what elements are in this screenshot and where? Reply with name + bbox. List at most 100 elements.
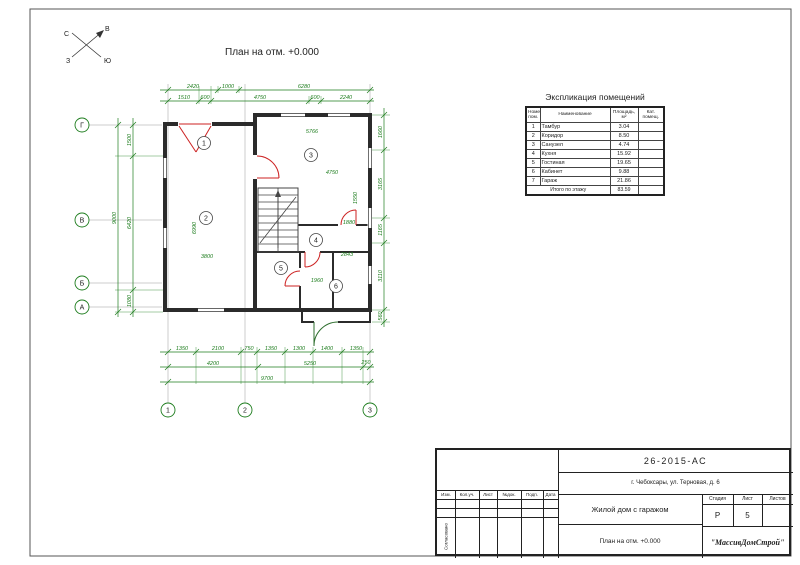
column-header: Площадь, м² [609,106,639,123]
dim-label: 1660 [378,125,384,138]
stairs [257,187,299,253]
dim-label: 2100 [211,346,225,352]
axis-label: 2 [243,408,247,415]
dim-label: 1510 [178,95,191,101]
axis-label: 1 [166,408,170,415]
room-area: 21.86 [609,176,639,186]
room-number: 5 [525,158,541,168]
dim-label: 3165 [378,177,384,190]
room-name: Коридор [539,131,611,141]
interior-dimension-labels: 5766 4750 1550 6990 3800 1880 2843 1960 [192,129,359,284]
dim-label: 1350 [176,346,189,352]
total-value: 83.59 [609,185,639,196]
room-area: 19.65 [609,158,639,168]
room-number: 1 [525,122,541,132]
compass-east-label: В [105,26,110,33]
room-tag-number: 3 [309,153,313,160]
company-name: "МассивДомСтрой" [710,537,785,547]
sheet-title: План на отм. +0.000 [599,537,661,545]
room-name: Тамбур [539,122,611,132]
room-name: Кухня [539,149,611,159]
dim-label: 1880 [343,220,356,226]
axis-label: Б [80,281,85,288]
explication-table: Номер пом. Наименование Площадь, м² Кат.… [525,106,665,196]
dim-label: 1080 [127,294,133,307]
room-category [637,176,665,186]
title-block: Изм. Кол.уч. Лист №док. Подп. Дата Согла… [435,448,793,558]
dim-label: 1350 [350,346,363,352]
dim-label: 750 [244,346,254,352]
axis-label: В [80,218,85,225]
axis-bubbles: 1 2 3 Г В Б А [74,117,378,418]
room-tags: 1 2 3 4 5 6 [197,136,343,293]
dim-label: 1500 [127,133,133,146]
axis-label: Г [80,123,84,130]
dim-label: 4750 [326,170,339,176]
dim-label: 6420 [127,216,133,229]
dim-label: 2240 [339,95,353,101]
col-header-podp: Подп. [526,492,538,497]
dim-label: 2420 [186,84,200,90]
dim-label: 560 [378,310,384,320]
col-header-koluch: Кол.уч. [459,492,475,497]
axis-label: А [80,305,85,312]
room-area: 15.92 [609,149,639,159]
dim-label: 250 [360,360,371,366]
stage-label: Стадия [708,496,727,502]
dim-label: 600 [310,95,320,101]
room-category [637,158,665,168]
col-header-izm: Изм. [441,492,451,497]
compass-west-label: З [66,58,70,65]
dim-label: 3110 [378,269,384,282]
dim-label: 5250 [304,361,317,367]
project-name: Жилой дом с гаражом [591,504,669,514]
document-number: 26-2015-АС [643,456,708,466]
room-number: 3 [525,140,541,150]
room-area: 9.88 [609,167,639,177]
entrance-door [313,320,339,347]
dim-label: 2843 [340,252,354,258]
room-tag-number: 6 [334,284,338,291]
dim-label: 600 [200,95,210,101]
plan-title: План на отм. +0.000 [225,47,319,58]
dim-label: 6280 [298,84,311,90]
column-header: Наименование [539,106,611,123]
dim-label: 1350 [265,346,278,352]
room-area: 8.50 [609,131,639,141]
explication-header-row: Номер пом. Наименование Площадь, м² Кат.… [525,106,665,123]
room-name: Гараж [539,176,611,186]
dimension-chains: 2420 1000 6280 1510 600 4750 600 2240 15… [112,84,390,386]
axis-label: 3 [368,408,372,415]
room-tag-number: 4 [314,238,318,245]
dim-label: 1000 [222,84,235,90]
room-name: Санузел [539,140,611,150]
dim-label: 9000 [112,211,118,224]
dim-label: 3800 [201,254,214,260]
col-header-list: Лист [483,492,493,497]
room-name: Гостиная [539,158,611,168]
dim-label: 1960 [311,278,324,284]
col-header-ndok: №док. [502,492,516,497]
room-tag-number: 1 [202,141,206,148]
sheet-number: 5 [745,510,750,520]
explication-block: Экспликация помещений Номер пом. Наимено… [525,92,665,196]
room-area: 4.74 [609,140,639,150]
dim-label: 1165 [378,223,384,236]
room-category [637,140,665,150]
room-number: 7 [525,176,541,186]
compass-icon: С В З Ю [64,26,111,65]
object-address: г. Чебоксары, ул. Терновая, д. 6 [631,480,720,486]
room-area: 3.04 [609,122,639,132]
approved-label: Согласовано [443,522,449,551]
windows [162,112,373,313]
room-category [637,167,665,177]
